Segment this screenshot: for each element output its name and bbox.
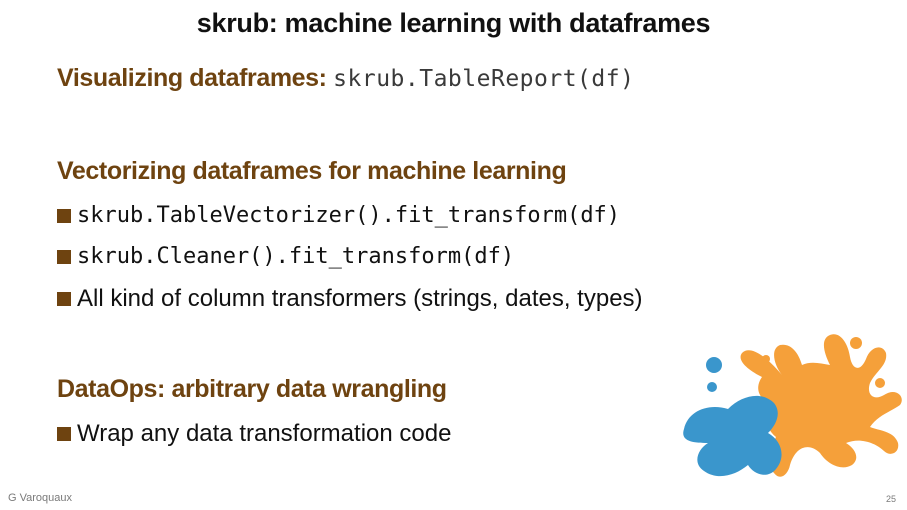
paint-splash-logo [683, 334, 902, 477]
bullet-item-cleaner: skrub.Cleaner().fit_transform(df) [57, 244, 514, 269]
bullet-item-column-transformers: All kind of column transformers (strings… [57, 285, 643, 313]
blue-drop [707, 382, 717, 392]
table-report-code: skrub.TableReport(df) [333, 66, 635, 92]
square-bullet-icon [57, 427, 71, 441]
slide-title: skrub: machine learning with dataframes [196, 8, 711, 38]
orange-drop [875, 378, 885, 388]
square-bullet-icon [57, 208, 71, 223]
visualizing-label: Visualizing dataframes: [57, 64, 327, 92]
orange-drop [850, 337, 862, 349]
bullet-item-table-vectorizer: skrub.TableVectorizer().fit_transform(df… [57, 203, 620, 228]
bullet-text: skrub.TableVectorizer().fit_transform(df… [77, 203, 621, 228]
visualizing-heading: Visualizing dataframes: skrub.TableRepor… [57, 64, 634, 93]
bullet-item-wrap-code: Wrap any data transformation code [57, 420, 451, 448]
blue-splash-shape [683, 395, 782, 477]
bullet-text: skrub.Cleaner().fit_transform(df) [77, 244, 515, 269]
square-bullet-icon [57, 292, 71, 306]
orange-splash-shape [740, 334, 902, 477]
square-bullet-icon [57, 249, 71, 264]
orange-drop [762, 355, 770, 363]
bullet-text: Wrap any data transformation code [77, 420, 452, 447]
page-number: 25 [886, 494, 897, 504]
dataops-heading: DataOps: arbitrary data wrangling [57, 375, 447, 403]
footer-author: G Varoquaux [8, 492, 73, 504]
blue-drop [706, 357, 722, 373]
vectorizing-heading: Vectorizing dataframes for machine learn… [57, 157, 567, 185]
bullet-text: All kind of column transformers (strings… [77, 285, 643, 312]
